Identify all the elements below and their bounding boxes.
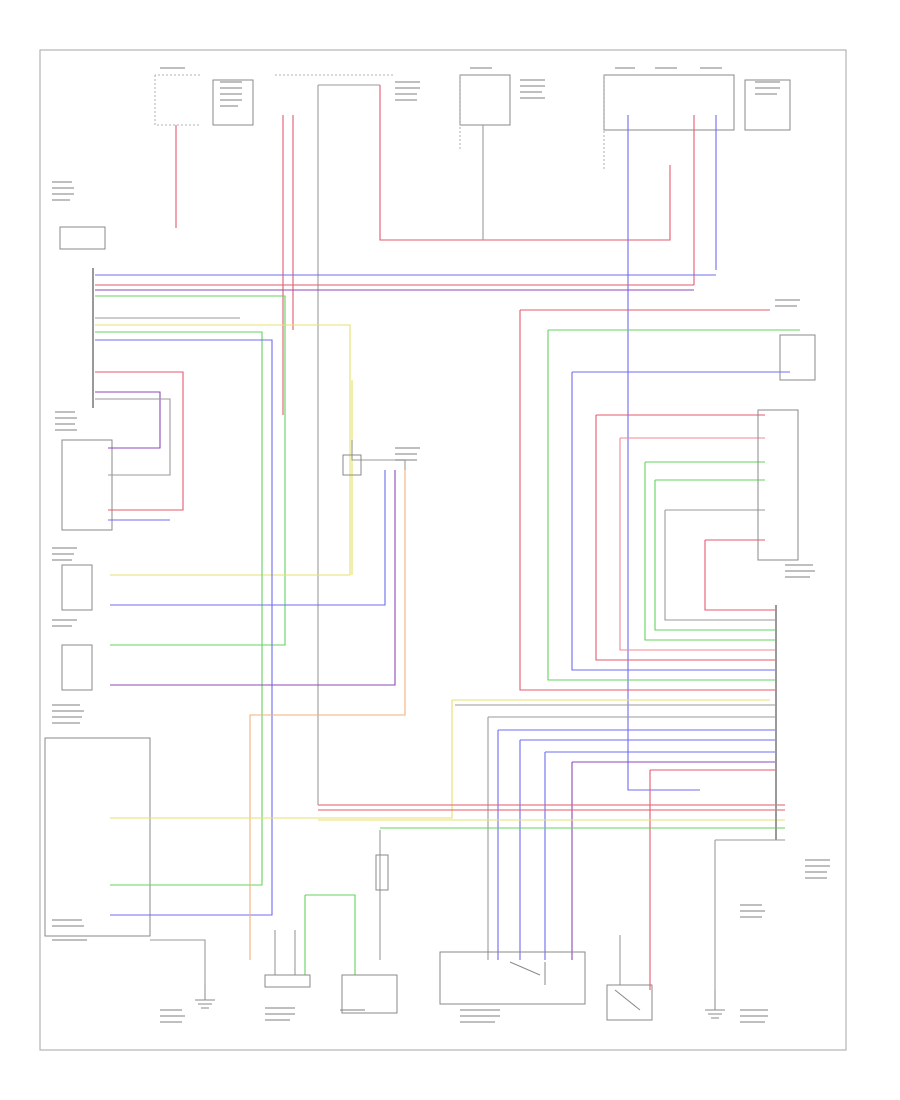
connector-icon	[342, 454, 389, 891]
ground-icon	[705, 990, 725, 1019]
right-connector	[757, 334, 816, 840]
compressor-clutch	[341, 974, 398, 1014]
bottom-components	[195, 951, 725, 1021]
ground-icon	[195, 985, 215, 1009]
left-components	[44, 226, 151, 937]
switch-icon	[606, 984, 653, 1021]
left-connector-pins	[92, 268, 94, 408]
relay-icon	[439, 951, 586, 1005]
wires	[95, 84, 800, 990]
top-fuse-blocks	[154, 74, 791, 170]
label-marks	[52, 67, 830, 1023]
diagram-frame	[39, 49, 847, 1051]
